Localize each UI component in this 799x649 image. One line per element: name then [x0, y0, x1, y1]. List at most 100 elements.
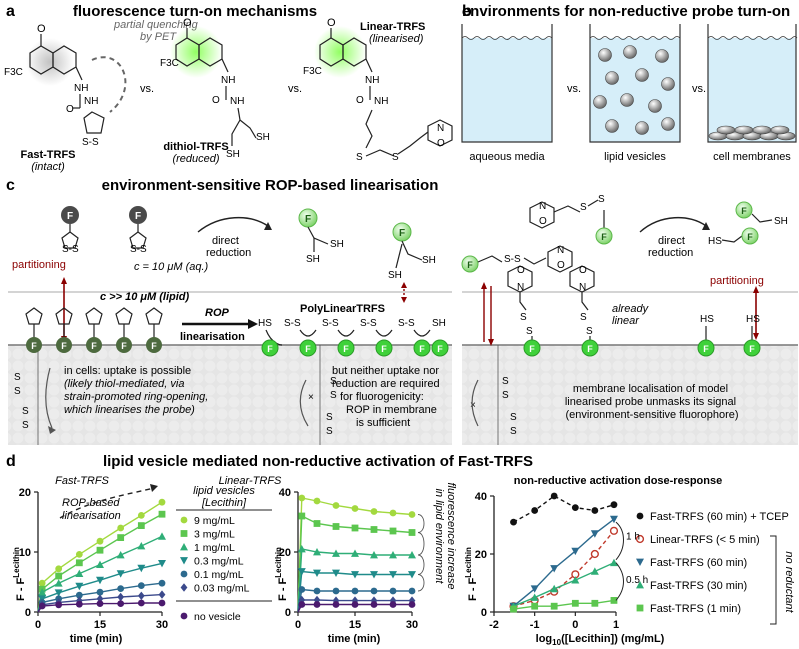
svg-text:SH: SH [256, 132, 270, 143]
svg-text:F3C: F3C [303, 66, 322, 77]
data-point [54, 589, 63, 597]
data-point [137, 591, 145, 600]
svg-text:NH: NH [374, 96, 388, 107]
data-point [332, 549, 340, 557]
polylinear-label: PolyLinearTRFS [300, 303, 385, 315]
linear-trfs-structure: O F3C NH O NH S S N O [303, 17, 453, 163]
dose-xlabel: log10([Lecithin]) (mg/mL) [536, 633, 665, 647]
time-label-1h: 1 h [626, 532, 640, 543]
svg-text:F: F [399, 228, 405, 239]
data-point [75, 551, 83, 558]
data-point [313, 520, 321, 527]
svg-text:×: × [308, 392, 314, 403]
svg-text:S: S [14, 386, 21, 397]
svg-text:F: F [741, 206, 747, 216]
b-label-vesicles: lipid vesicles [604, 151, 666, 163]
svg-text:F: F [467, 260, 473, 270]
data-point [332, 569, 340, 577]
cell-membranes-beaker [707, 24, 798, 143]
data-point [137, 512, 145, 519]
legend-label: 1 mg/mL [194, 542, 235, 554]
legend-label: 0.3 mg/mL [194, 556, 244, 568]
svg-text:O: O [66, 104, 74, 115]
data-point [298, 512, 306, 520]
data-point [351, 549, 359, 557]
series-line [297, 548, 412, 613]
svg-text:O: O [183, 17, 192, 29]
legend-label: 0.03 mg/mL [194, 583, 250, 595]
data-point [158, 560, 166, 568]
data-point [610, 597, 618, 604]
data-point [38, 579, 46, 587]
series-line [37, 562, 163, 613]
series-line [297, 570, 412, 613]
membrane-linear-probes: O N S S F O N S S F HS F HS F [507, 265, 761, 357]
data-point [117, 592, 125, 602]
svg-text:F: F [587, 344, 593, 354]
data-point [591, 507, 599, 514]
data-point [55, 572, 63, 580]
fast-trfs-structure: O F3C NH O NH S-S [4, 23, 105, 148]
fluor-note: fluorescence increasein lipid environmen… [433, 482, 457, 589]
x-tick-label: 15 [349, 619, 361, 631]
dose-legend-marker [636, 581, 644, 589]
data-point [55, 565, 63, 573]
dithiol-trfs-structure: O F3C NH O NH SH SH [160, 17, 270, 160]
svg-text:S-S: S-S [322, 318, 339, 329]
data-point [38, 588, 47, 596]
dithiol-trfs-sub: (reduced) [172, 153, 219, 165]
linear-probe-aq-1: N O S S F [529, 194, 613, 245]
x-tick-label: -1 [530, 619, 540, 631]
b-label-aqueous: aqueous media [469, 151, 545, 163]
svg-text:F: F [61, 341, 67, 351]
svg-text:F: F [703, 344, 709, 354]
increase-bracket [417, 514, 425, 533]
data-point [550, 492, 558, 500]
data-point [75, 600, 83, 608]
data-point [75, 591, 83, 599]
svg-text:S: S [356, 152, 363, 163]
svg-text:O: O [437, 138, 445, 149]
svg-text:F3C: F3C [160, 58, 179, 69]
svg-text:O: O [327, 17, 336, 29]
x-tick-label: 0 [35, 619, 41, 631]
data-point [297, 568, 306, 576]
data-point [298, 586, 306, 593]
linear-xlabel: time (min) [328, 633, 381, 645]
data-point [137, 582, 145, 589]
legend-marker [180, 612, 188, 620]
data-point [54, 579, 63, 587]
series-line [513, 495, 615, 523]
aq-probe-2: F S-S [129, 206, 147, 255]
data-point [408, 571, 416, 579]
fast-trfs-label: Fast-TRFS [21, 149, 76, 161]
data-point [75, 596, 83, 605]
data-point [158, 590, 166, 599]
linear-trfs-sub: (linearised) [369, 33, 424, 45]
data-point [389, 551, 397, 559]
data-point [590, 567, 599, 575]
data-point [550, 584, 559, 593]
svg-text:S: S [580, 202, 587, 213]
data-point [389, 601, 397, 608]
svg-text:S: S [510, 426, 517, 437]
data-point [550, 565, 559, 573]
direct-reduction-arrow-right [639, 216, 707, 233]
svg-text:S-S: S-S [398, 318, 415, 329]
y-tick-label: 40 [279, 487, 291, 499]
data-point [55, 601, 63, 609]
data-point [370, 508, 378, 515]
svg-text:S: S [22, 406, 29, 417]
fast-trfs-sub: (intact) [31, 161, 65, 173]
dose-legend-marker [636, 604, 644, 612]
svg-text:NH: NH [221, 75, 235, 86]
series-line [37, 501, 163, 613]
svg-text:SH: SH [432, 318, 446, 329]
data-point [531, 602, 539, 610]
svg-text:F: F [601, 232, 607, 242]
svg-text:SH: SH [388, 270, 402, 281]
